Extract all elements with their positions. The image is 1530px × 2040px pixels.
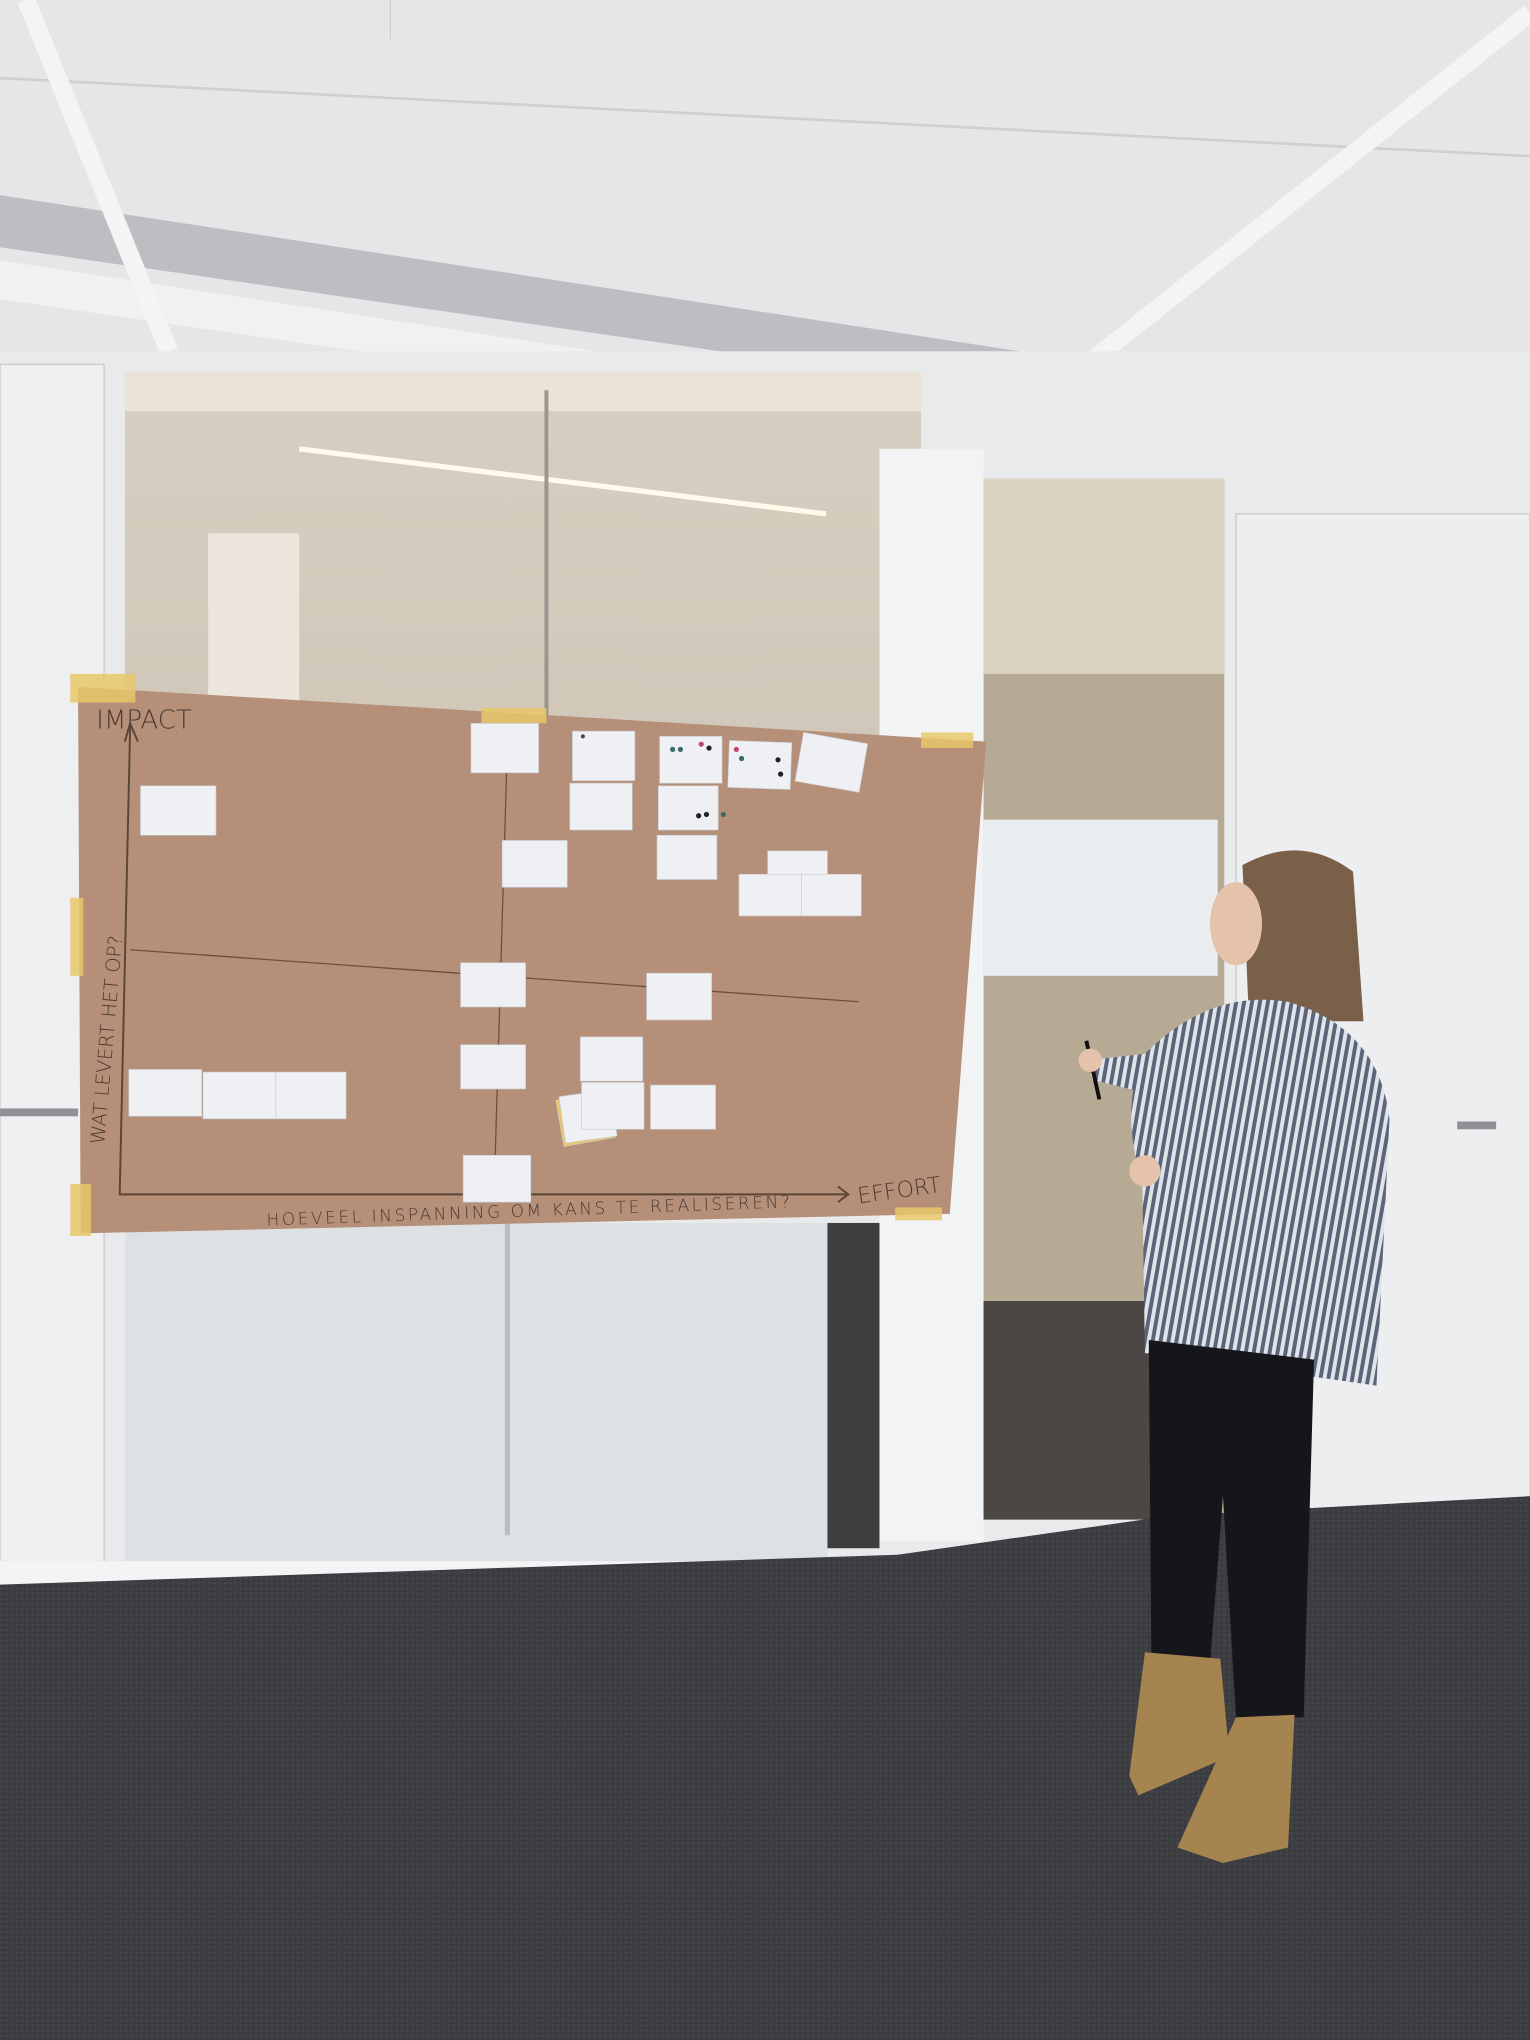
x-axis-arrow xyxy=(837,1185,850,1203)
tape xyxy=(70,1183,92,1236)
person xyxy=(1078,850,1390,1864)
idea-card[interactable] xyxy=(140,785,217,836)
impact-effort-board: IMPACT WAT LEVERT HET OP? EFFORT HOEVEEL… xyxy=(70,673,987,1236)
door-handle-left xyxy=(0,1108,79,1117)
idea-card[interactable] xyxy=(656,834,718,880)
idea-card[interactable] xyxy=(569,782,633,831)
idea-card[interactable] xyxy=(572,730,636,781)
idea-card[interactable] xyxy=(650,1084,716,1130)
idea-card[interactable] xyxy=(738,873,802,917)
idea-card[interactable] xyxy=(657,785,719,831)
idea-card[interactable] xyxy=(794,732,869,793)
frosted-glass xyxy=(124,1222,828,1562)
tape xyxy=(895,1207,942,1221)
tape xyxy=(921,732,974,749)
idea-card[interactable] xyxy=(460,962,526,1008)
idea-card[interactable] xyxy=(462,1154,532,1203)
tape xyxy=(70,897,84,976)
striped-shirt xyxy=(1131,999,1390,1386)
idea-card[interactable] xyxy=(128,1069,202,1117)
boot-left xyxy=(1129,1652,1230,1796)
face xyxy=(1209,882,1262,966)
idea-card[interactable] xyxy=(801,873,862,917)
axis-lines xyxy=(118,728,846,1196)
idea-card[interactable] xyxy=(202,1071,277,1120)
y-axis-arrow xyxy=(123,720,139,742)
idea-card[interactable] xyxy=(460,1044,526,1090)
y-axis-title: IMPACT xyxy=(96,706,192,736)
voting-dots xyxy=(580,734,784,819)
idea-card[interactable] xyxy=(727,740,793,790)
idea-card[interactable] xyxy=(581,1082,645,1130)
hand xyxy=(1129,1155,1161,1187)
idea-card[interactable] xyxy=(275,1071,347,1120)
idea-card[interactable] xyxy=(579,1036,644,1082)
tape xyxy=(481,707,547,724)
carpet-floor xyxy=(0,1496,1530,2040)
idea-card[interactable] xyxy=(470,723,539,774)
door-handle xyxy=(1457,1121,1497,1130)
hair xyxy=(1242,850,1364,1022)
boot-right xyxy=(1177,1714,1295,1864)
idea-card[interactable] xyxy=(646,972,712,1021)
idea-card[interactable] xyxy=(659,736,723,784)
black-trousers xyxy=(1148,1340,1315,1718)
tape xyxy=(70,673,136,703)
idea-card[interactable] xyxy=(501,840,568,888)
hand xyxy=(1078,1048,1102,1073)
